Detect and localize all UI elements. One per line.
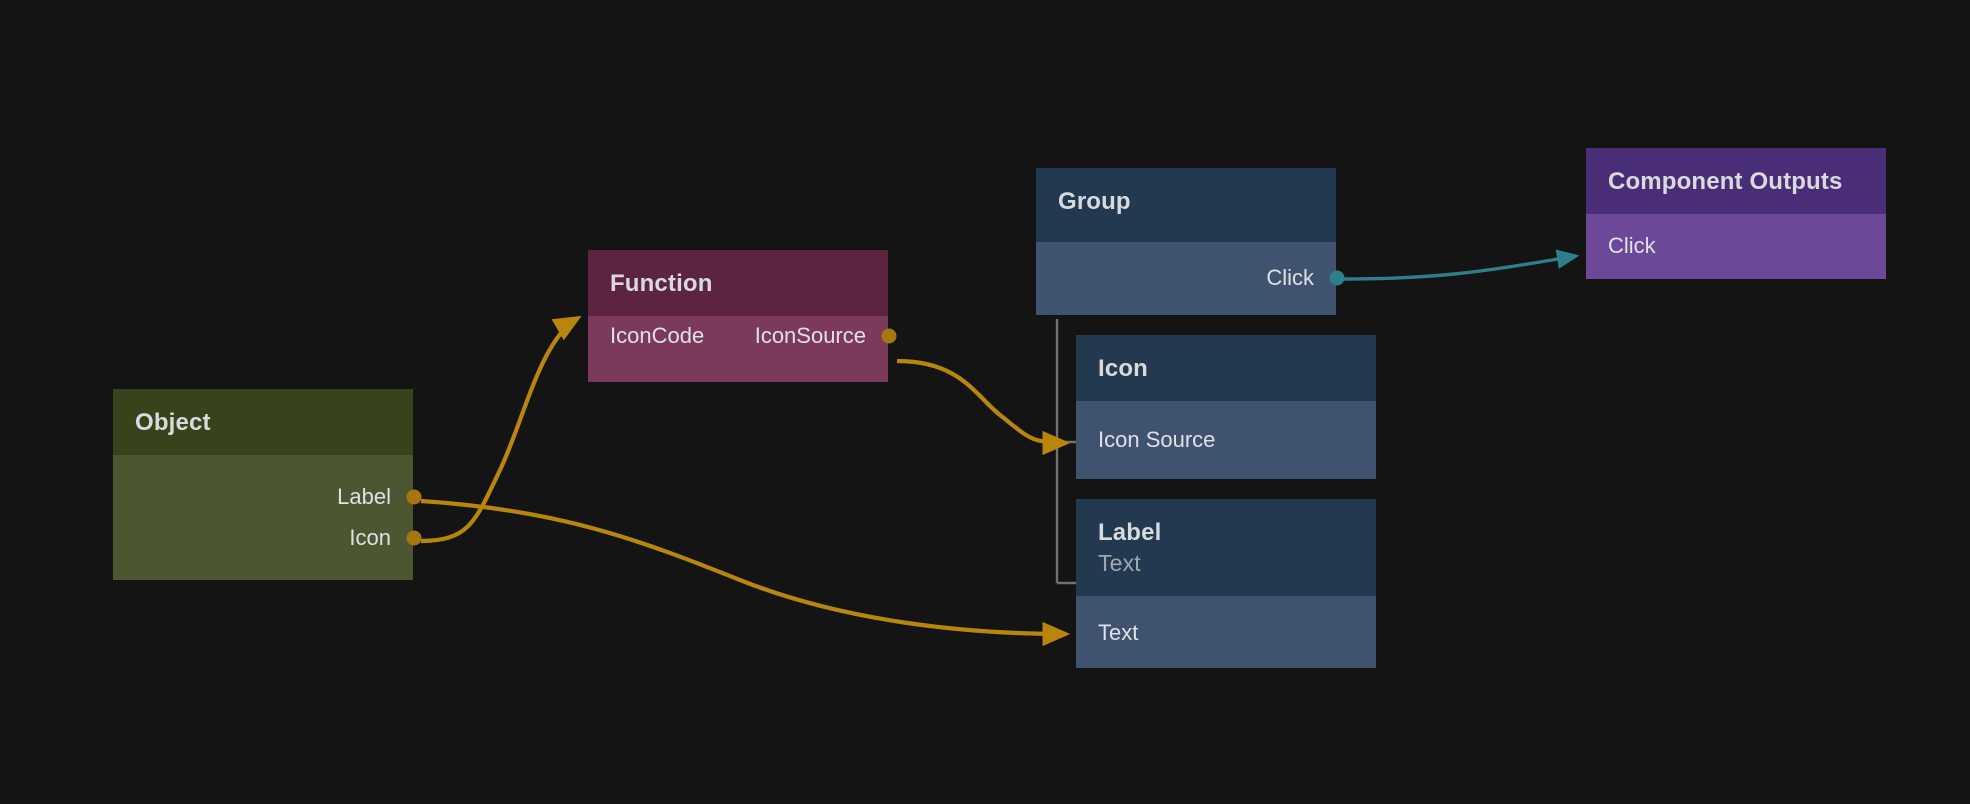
port-label-in-text[interactable]: Text bbox=[1076, 612, 1376, 653]
node-function-title: Function bbox=[610, 270, 713, 297]
node-icon-header: Icon bbox=[1076, 335, 1376, 401]
port-function-out-iconsource[interactable]: IconSource bbox=[754, 323, 866, 349]
port-group-out-click[interactable]: Click bbox=[1036, 258, 1345, 299]
port-label-text: Label bbox=[337, 484, 391, 510]
node-component-outputs[interactable]: Component Outputs Click bbox=[1586, 148, 1886, 279]
port-connector-dot-icon[interactable] bbox=[1329, 270, 1345, 286]
port-label-text: Click bbox=[1608, 233, 1656, 259]
node-label-subtitle: Text bbox=[1098, 549, 1141, 576]
port-component-outputs-in-click[interactable]: Click bbox=[1586, 226, 1886, 267]
node-label[interactable]: Label Text Text bbox=[1076, 499, 1376, 669]
group-children-bracket bbox=[1055, 319, 1076, 585]
node-icon-body: Icon Source bbox=[1076, 400, 1376, 479]
node-component-outputs-body: Click bbox=[1586, 213, 1886, 279]
node-group-title: Group bbox=[1058, 188, 1131, 215]
edge-object-label-to-label-text bbox=[420, 498, 1071, 647]
node-function-body: IconCode IconSource bbox=[588, 315, 897, 382]
edge-function-iconsource-to-icon-source bbox=[896, 358, 1071, 456]
port-object-out-label[interactable]: Label bbox=[113, 477, 422, 518]
node-component-outputs-header: Component Outputs bbox=[1586, 148, 1886, 214]
port-label-text: Click bbox=[1266, 265, 1314, 291]
port-label-text: Icon Source bbox=[1098, 427, 1216, 453]
node-component-outputs-title: Component Outputs bbox=[1608, 168, 1843, 195]
edge-object-icon-to-function-iconcode bbox=[420, 315, 582, 544]
node-icon[interactable]: Icon Icon Source bbox=[1076, 335, 1376, 479]
port-connector-dot-icon[interactable] bbox=[881, 328, 897, 344]
port-connector-dot-icon[interactable] bbox=[406, 489, 422, 505]
port-row-function[interactable]: IconCode IconSource bbox=[588, 316, 897, 357]
edge-group-click-to-component-outputs-click bbox=[1343, 249, 1580, 281]
node-group-body: Click bbox=[1036, 241, 1345, 315]
node-object-title: Object bbox=[135, 409, 211, 436]
port-label-text: Icon bbox=[349, 525, 391, 551]
node-label-title: Label bbox=[1098, 519, 1162, 546]
port-icon-in-icon-source[interactable]: Icon Source bbox=[1076, 420, 1376, 461]
port-label-text: Text bbox=[1098, 619, 1139, 645]
node-function-header: Function bbox=[588, 250, 888, 316]
port-function-in-iconcode[interactable]: IconCode bbox=[610, 323, 705, 349]
node-group[interactable]: Group Click bbox=[1036, 168, 1345, 315]
port-connector-dot-icon[interactable] bbox=[406, 530, 422, 546]
node-object-header: Object bbox=[113, 389, 413, 455]
node-label-body: Text bbox=[1076, 596, 1376, 669]
port-object-out-icon[interactable]: Icon bbox=[113, 518, 422, 559]
node-object[interactable]: Object Label Icon bbox=[113, 389, 422, 580]
node-icon-title: Icon bbox=[1098, 355, 1148, 382]
node-group-header: Group bbox=[1036, 168, 1336, 242]
node-object-body: Label Icon bbox=[113, 454, 422, 580]
node-function[interactable]: Function IconCode IconSource bbox=[588, 250, 897, 382]
node-label-header: Label Text bbox=[1076, 499, 1376, 597]
